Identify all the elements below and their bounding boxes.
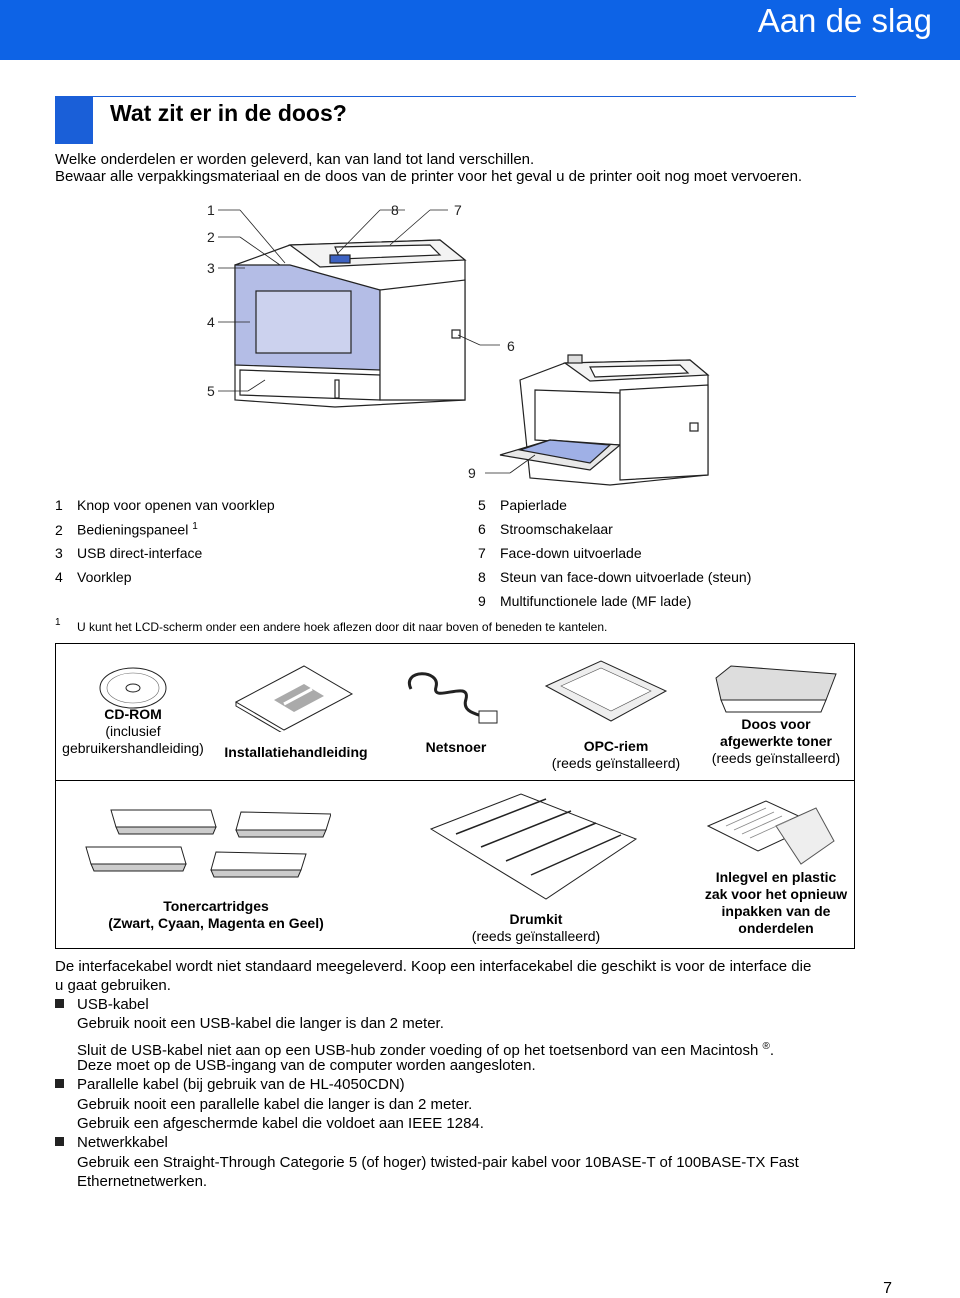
bullet-square-icon (55, 1137, 64, 1146)
network-line-2: Ethernetnetwerken. (77, 1173, 208, 1190)
drum-kit-icon (429, 793, 638, 900)
opc-belt-icon (544, 660, 668, 722)
network-line-1: Gebruik een Straight-Through Categorie 5… (77, 1154, 799, 1171)
bullet-usb (55, 995, 74, 1014)
item-opc-belt: OPC-riem (reeds geïnstalleerd) (551, 738, 681, 771)
bullet-square-icon (55, 999, 64, 1008)
toner-cartridges-icon (85, 809, 331, 878)
waste-toner-box-icon (715, 665, 837, 713)
page-number: 7 (883, 1280, 892, 1297)
callout-9: 9 (468, 465, 476, 481)
item-drum-kit: Drumkit (reeds geïnstalleerd) (471, 911, 601, 944)
chapter-title: Aan de slag (757, 2, 932, 39)
usb-line-2: Sluit de USB-kabel niet aan op een USB-h… (77, 1041, 775, 1059)
item-cdrom: CD-ROM (inclusief gebruikershandleiding) (62, 706, 204, 756)
header-bar: Aan de slag (0, 0, 960, 60)
body-paragraph-1a: De interfacekabel wordt niet standaard m… (55, 958, 812, 975)
network-title: Netwerkkabel (77, 1134, 168, 1151)
bullet-network (55, 1133, 74, 1152)
insert-sheet-bag-icon (706, 800, 835, 865)
footnote-mark: 1 (55, 617, 61, 628)
cdrom-icon (99, 667, 167, 709)
parallel-line-1: Gebruik nooit een parallelle kabel die l… (77, 1096, 473, 1113)
item-power-cord: Netsnoer (425, 739, 487, 755)
item-waste-toner-box: Doos voor afgewerkte toner (reeds geïnst… (711, 716, 841, 766)
item-insert-sheet-bag: Inlegvel en plastic zak voor het opnieuw… (704, 869, 848, 936)
bullet-parallel (55, 1075, 74, 1094)
parallel-line-2: Gebruik een afgeschermde kabel die voldo… (77, 1115, 484, 1132)
box-contents-table: CD-ROM (inclusief gebruikershandleiding)… (55, 643, 855, 949)
section-marker (55, 96, 93, 144)
callout-2: 2 (207, 229, 215, 245)
usb-line-3: Deze moet op de USB-ingang van de comput… (77, 1057, 536, 1074)
intro-text: Welke onderdelen er worden geleverd, kan… (55, 151, 802, 185)
callout-3: 3 (207, 260, 215, 276)
section-title: Wat zit er in de doos? (110, 100, 347, 126)
usb-title: USB-kabel (77, 996, 149, 1013)
guide-booklet-icon (234, 665, 354, 732)
callout-8: 8 (391, 202, 399, 218)
power-cord-icon (407, 672, 498, 724)
callout-6: 6 (507, 338, 515, 354)
intro-line-1: Welke onderdelen er worden geleverd, kan… (55, 151, 535, 168)
table-divider (56, 780, 854, 781)
usb-line-1: Gebruik nooit een USB-kabel die langer i… (77, 1015, 444, 1032)
intro-line-2: Bewaar alle verpakkingsmateriaal en de d… (55, 168, 803, 185)
section-rule (92, 96, 856, 97)
footnote-text: U kunt het LCD-scherm onder een andere h… (77, 620, 608, 634)
parallel-title: Parallelle kabel (bij gebruik van de HL-… (77, 1076, 405, 1093)
item-toner-cartridges: Tonercartridges (Zwart, Cyaan, Magenta e… (108, 898, 324, 931)
body-paragraph-1b: u gaat gebruiken. (55, 977, 171, 994)
callout-4: 4 (207, 314, 215, 330)
callout-5: 5 (207, 383, 215, 399)
bullet-square-icon (55, 1079, 64, 1088)
callout-7: 7 (454, 202, 462, 218)
printer-illustration (218, 209, 710, 486)
callout-1: 1 (207, 202, 215, 218)
item-installation-guide: Installatiehandleiding (224, 744, 368, 760)
